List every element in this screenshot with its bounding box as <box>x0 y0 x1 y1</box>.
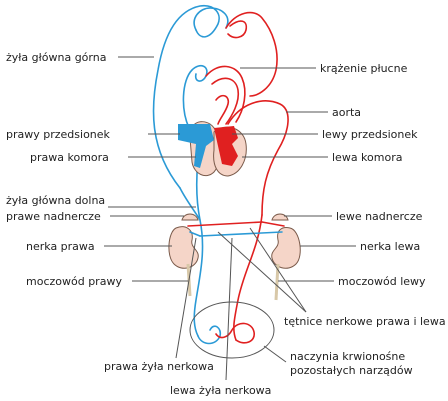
labels: żyła główna górna krążenie płucne aorta … <box>6 51 446 397</box>
left-renal-vein <box>199 231 283 237</box>
descending-aorta <box>233 214 263 341</box>
label-tetnice-nerkowe: tętnice nerkowe prawa i lewa <box>284 315 446 328</box>
upper-artery-loop-inner <box>227 20 248 39</box>
label-prawy-przedsionek: prawy przedsionek <box>6 128 111 141</box>
label-naczynia-line2: pozostałych narządów <box>290 364 413 377</box>
leader-tetnice-a <box>217 231 307 313</box>
pulmonary-artery-loop-b <box>211 77 240 125</box>
label-nerka-prawa: nerka prawa <box>26 240 95 253</box>
left-atrium-blood <box>214 126 238 166</box>
pulmonary-artery-loop-a <box>205 65 246 123</box>
leader-prawa-zyla-nerkowa <box>175 237 197 359</box>
upper-artery-loop <box>225 11 278 97</box>
right-renal-vein <box>189 231 201 237</box>
label-nerka-lewa: nerka lewa <box>360 240 420 253</box>
label-moczowod-prawy: moczowód prawy <box>26 275 122 288</box>
superior-vena-cava-link <box>179 187 201 221</box>
main-trunks <box>179 100 289 341</box>
inferior-vena-cava <box>193 159 204 337</box>
label-prawe-nadnercze: prawe nadnercze <box>6 210 101 223</box>
other-organs-outline <box>189 301 275 359</box>
pulmonary-vein-loop <box>182 64 208 131</box>
pulmonary-circulation <box>182 64 246 131</box>
label-aorta: aorta <box>332 106 361 119</box>
label-prawa-komora: prawa komora <box>30 151 109 164</box>
head-circulation <box>152 4 278 189</box>
upper-vein-loop <box>152 4 220 189</box>
lower-vein-loop <box>197 325 222 345</box>
leader-naczynia <box>263 345 287 363</box>
label-lewa-zyla-nerkowa: lewa żyła nerkowa <box>170 384 271 397</box>
kidneys <box>168 213 301 301</box>
label-krazenie-plucne: krążenie płucne <box>320 62 408 75</box>
label-naczynia-line1: naczynia krwionośne <box>290 350 405 363</box>
left-adrenal <box>271 213 289 221</box>
leader-tetnice-b <box>249 227 307 313</box>
right-renal-artery <box>187 221 263 227</box>
pulmonary-artery-loop-c <box>215 94 230 125</box>
label-prawa-zyla-nerkowa: prawa żyła nerkowa <box>104 360 214 373</box>
upper-vein-loop-inner <box>193 7 229 31</box>
label-moczowod-lewy: moczowód lewy <box>338 275 426 288</box>
right-atrium-blood <box>178 124 214 168</box>
label-lewy-przedsionek: lewy przedsionek <box>322 128 418 141</box>
left-renal-artery <box>261 221 285 227</box>
heart <box>178 121 247 177</box>
leader-lewa-zyla-nerkowa <box>225 237 233 381</box>
label-zyla-glowna-dolna: żyła główna dolna <box>6 194 105 207</box>
label-lewa-komora: lewa komora <box>332 151 402 164</box>
right-adrenal <box>181 213 199 221</box>
label-lewe-nadnercze: lewe nadnercze <box>336 210 423 223</box>
label-zyla-glowna-gorna: żyła główna górna <box>6 51 106 64</box>
left-kidney <box>271 227 301 269</box>
leader-lines <box>104 56 356 381</box>
lower-organ-vessels <box>189 301 275 359</box>
aortic-arch <box>227 100 289 216</box>
lower-artery-loop <box>215 322 255 344</box>
